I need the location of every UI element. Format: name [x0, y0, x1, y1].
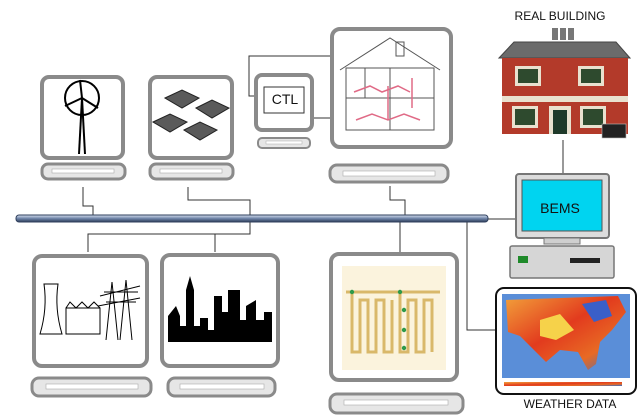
solar-panels-icon — [151, 89, 231, 141]
solar-panels-node[interactable] — [148, 75, 235, 181]
controller-node[interactable] — [254, 73, 314, 149]
house-heating-pipes — [353, 78, 421, 121]
connector-lines — [82, 55, 564, 331]
controller-display — [263, 86, 305, 114]
weather-data-label: WEATHER DATA — [523, 397, 617, 411]
wind-turbine-node[interactable] — [40, 75, 127, 181]
city-skyline-icon — [168, 276, 272, 342]
controller-label: CTL — [271, 91, 299, 107]
geothermal-loop-icon — [342, 266, 446, 370]
house-cross-section-icon — [339, 37, 441, 131]
power-plant-icon — [39, 279, 141, 341]
bems-cpu — [509, 245, 615, 279]
real-building-node[interactable] — [497, 28, 632, 139]
geothermal-node[interactable] — [328, 252, 465, 415]
weather-map-node[interactable] — [495, 287, 637, 395]
power-plant-node[interactable] — [30, 254, 153, 398]
house-icon — [497, 28, 632, 139]
house-plan-node[interactable] — [328, 27, 453, 184]
real-building-label: REAL BUILDING — [514, 9, 606, 23]
network-bus — [15, 214, 489, 223]
wind-turbine-icon — [64, 79, 100, 155]
bems-node[interactable] — [509, 173, 615, 279]
city-node[interactable] — [160, 253, 280, 398]
weather-map-icon — [502, 294, 630, 386]
bems-screen — [521, 179, 603, 232]
bems-label: BEMS — [540, 200, 580, 216]
